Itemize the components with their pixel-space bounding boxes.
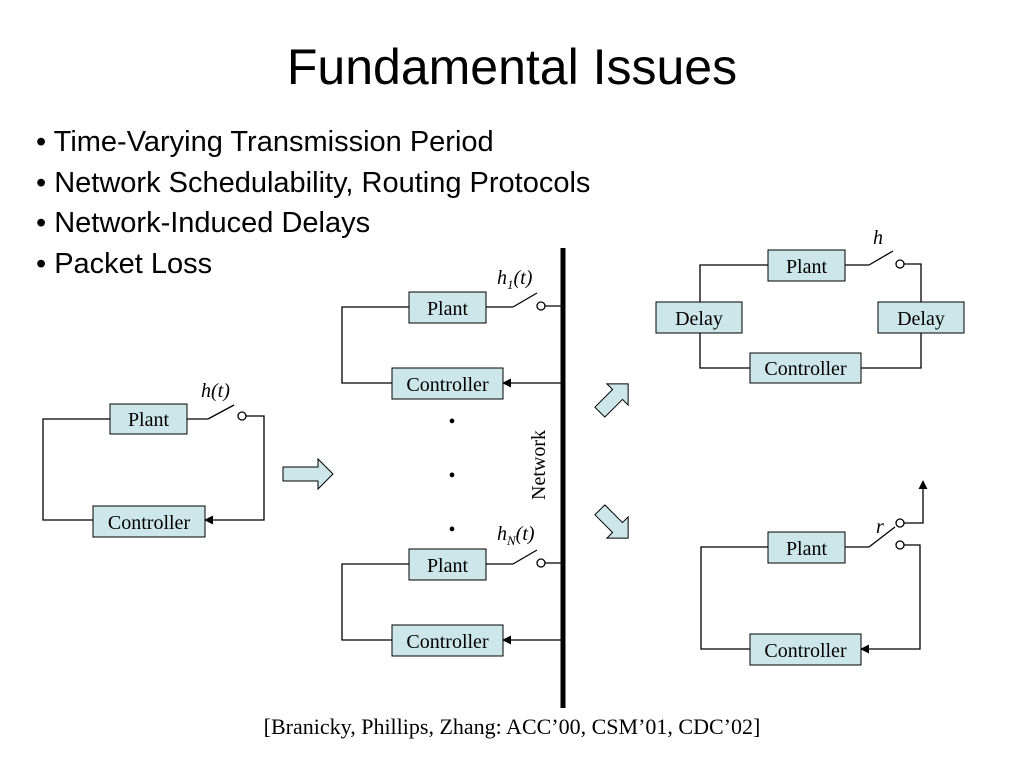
delay-box-left [655,301,743,334]
plant-box [767,249,846,282]
plant-label: Plant [128,409,170,431]
plant-box [767,531,846,564]
switch-blade [207,404,235,420]
ellipsis-dot: • [448,465,455,487]
delay-loop: Plant Delay Delay Controller h [655,227,965,384]
switch-blade [512,549,538,565]
switch-blade [868,526,896,548]
switch-contact [536,301,546,311]
bullet-list: • Time-Varying Transmission Period • Net… [36,122,590,284]
switch-label-arg: (t) [514,267,533,289]
bullet-item: • Packet Loss [36,247,213,280]
plant-box [408,548,487,581]
switch-blade [512,292,538,308]
switch-blade [868,250,894,266]
network-label: Network [528,430,550,500]
wire [904,263,922,302]
citation: [Branicky, Phillips, Zhang: ACC’00, CSM’… [263,714,761,739]
controller-box [92,505,206,538]
slide-title: Fundamental Issues [286,39,738,95]
bullet-item: • Network Schedulability, Routing Protoc… [36,166,591,199]
feedback-wire [700,546,768,650]
block-arrow-down-right [594,504,629,539]
ellipsis-dot: • [448,519,455,541]
packet-loss-loop: Plant Controller r [700,480,928,666]
switch-label: hN(t) [497,523,535,548]
controller-box [749,633,862,666]
plant-label: Plant [786,256,828,278]
bullet-item: • Time-Varying Transmission Period [36,126,494,158]
ellipsis-dot: • [448,411,455,433]
block-arrow-up-right [594,383,629,418]
switch-label-arg: (t) [516,523,535,545]
wire [861,333,922,369]
controller-label: Controller [764,640,847,662]
switch-contact [895,259,905,269]
plant-label: Plant [427,555,469,577]
signal-wire [860,544,921,654]
single-loop: Plant Controller h(t) [42,380,265,538]
block-arrow-right [282,457,334,491]
switch-contact [237,411,247,421]
switch-label: h [873,227,883,249]
wire [699,333,750,369]
network-loop-bottom: Plant Controller hN(t) [341,523,562,657]
controller-box [391,367,504,400]
switch-label: h(t) [201,380,230,402]
controller-box [749,352,862,384]
controller-label: Controller [406,631,489,653]
bullet-item: • Network-Induced Delays [36,207,371,239]
plant-box [408,291,487,324]
plant-label: Plant [786,538,828,560]
signal-wire [204,415,265,525]
controller-box [391,624,504,657]
switch-label-base: h [497,523,507,545]
switch-contact [536,558,546,568]
delay-label: Delay [675,308,723,330]
switch-label: r [876,516,884,538]
switch-label-sub: N [506,533,517,548]
switch-label-sub: 1 [507,277,514,292]
drop-wire [904,480,928,524]
plant-label: Plant [427,298,469,320]
controller-label: Controller [108,512,191,534]
controller-label: Controller [764,358,847,380]
switch-contact-drop [895,518,905,528]
feedback-wire [42,418,110,521]
delay-box-right [877,301,965,334]
switch-label: h1(t) [497,267,533,292]
wire [699,264,768,302]
feedback-wire [341,306,409,384]
feedback-wire [341,563,409,641]
plant-box [109,403,188,435]
controller-label: Controller [406,374,489,396]
network-loop-top: Plant Controller h1(t) [341,267,562,400]
switch-label-base: h [497,267,507,289]
switch-contact [895,540,905,550]
delay-label: Delay [897,308,945,330]
